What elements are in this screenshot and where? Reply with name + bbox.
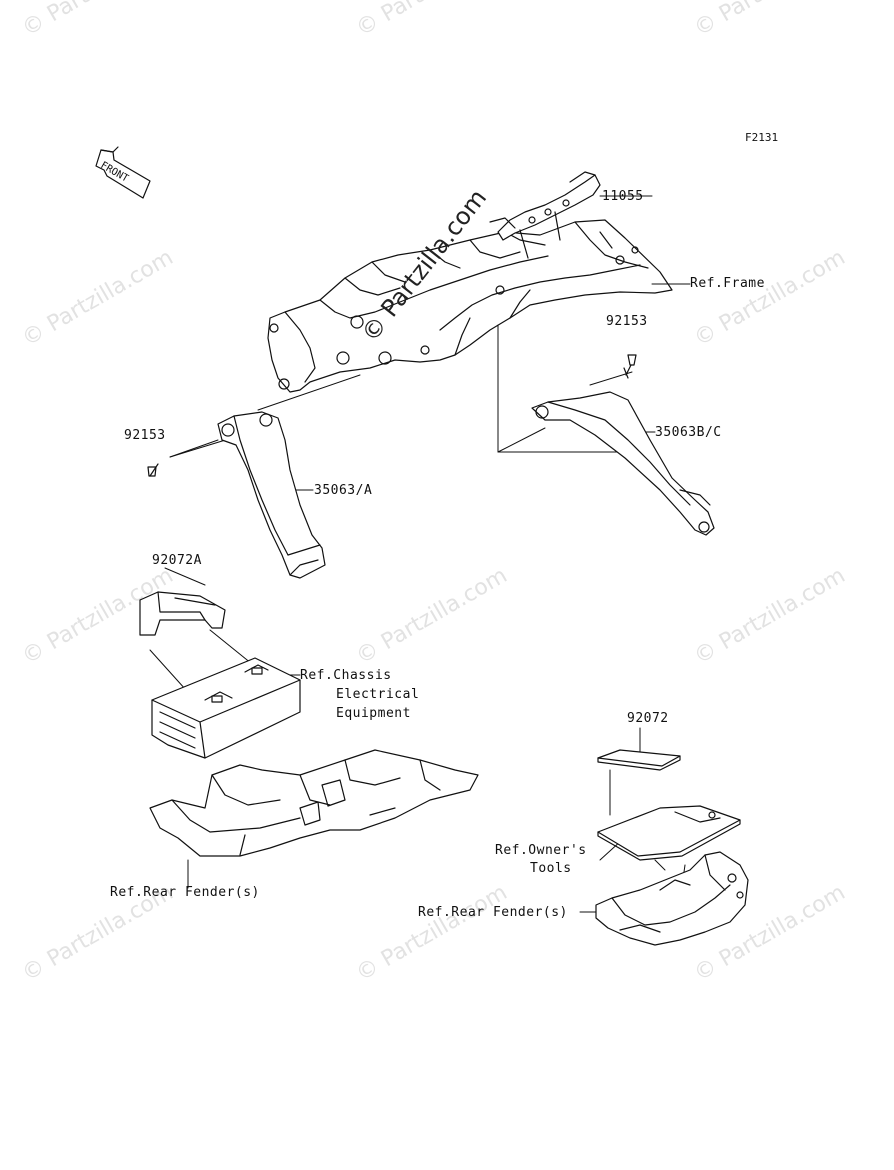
- ref-rear-fender-right-label[interactable]: Ref.Rear Fender(s): [418, 905, 568, 920]
- rear-fender-right-drawing: [595, 851, 749, 946]
- subframe-drawing: [267, 219, 673, 393]
- ref-chassis-label-line2[interactable]: Electrical: [336, 687, 420, 702]
- bolt-left-drawing: [147, 463, 159, 477]
- bracket-35063a-drawing: [217, 411, 326, 579]
- bracket-35063bc-drawing: [531, 391, 715, 536]
- pad-92072-drawing: [597, 749, 681, 771]
- part-label-92153-left[interactable]: 92153: [124, 428, 166, 443]
- part-label-92153-right[interactable]: 92153: [606, 314, 648, 329]
- ref-owners-tools-label-line2[interactable]: Tools: [530, 861, 572, 876]
- bracket-11055-drawing: [489, 171, 601, 259]
- ref-owners-tools-label-line1[interactable]: Ref.Owner's: [495, 843, 587, 858]
- part-label-11055[interactable]: 11055: [602, 189, 644, 204]
- battery-drawing: [151, 657, 301, 759]
- strap-92072a-drawing: [139, 591, 226, 636]
- part-label-35063a[interactable]: 35063/A: [314, 483, 373, 498]
- ref-chassis-label-line1[interactable]: Ref.Chassis: [300, 668, 392, 683]
- part-label-35063bc[interactable]: 35063B/C: [655, 425, 722, 440]
- bolt-right-drawing: [623, 354, 637, 379]
- ref-rear-fender-left-label[interactable]: Ref.Rear Fender(s): [110, 885, 260, 900]
- drawing-code: F2131: [745, 131, 779, 144]
- rear-fender-left-drawing: [149, 749, 479, 857]
- owners-tools-drawing: [597, 805, 741, 861]
- ref-chassis-label-line3[interactable]: Equipment: [336, 706, 411, 721]
- part-label-92072[interactable]: 92072: [627, 711, 669, 726]
- part-label-92072a[interactable]: 92072A: [152, 553, 202, 568]
- ref-frame-label[interactable]: Ref.Frame: [690, 276, 765, 291]
- front-arrow-icon: [95, 146, 151, 199]
